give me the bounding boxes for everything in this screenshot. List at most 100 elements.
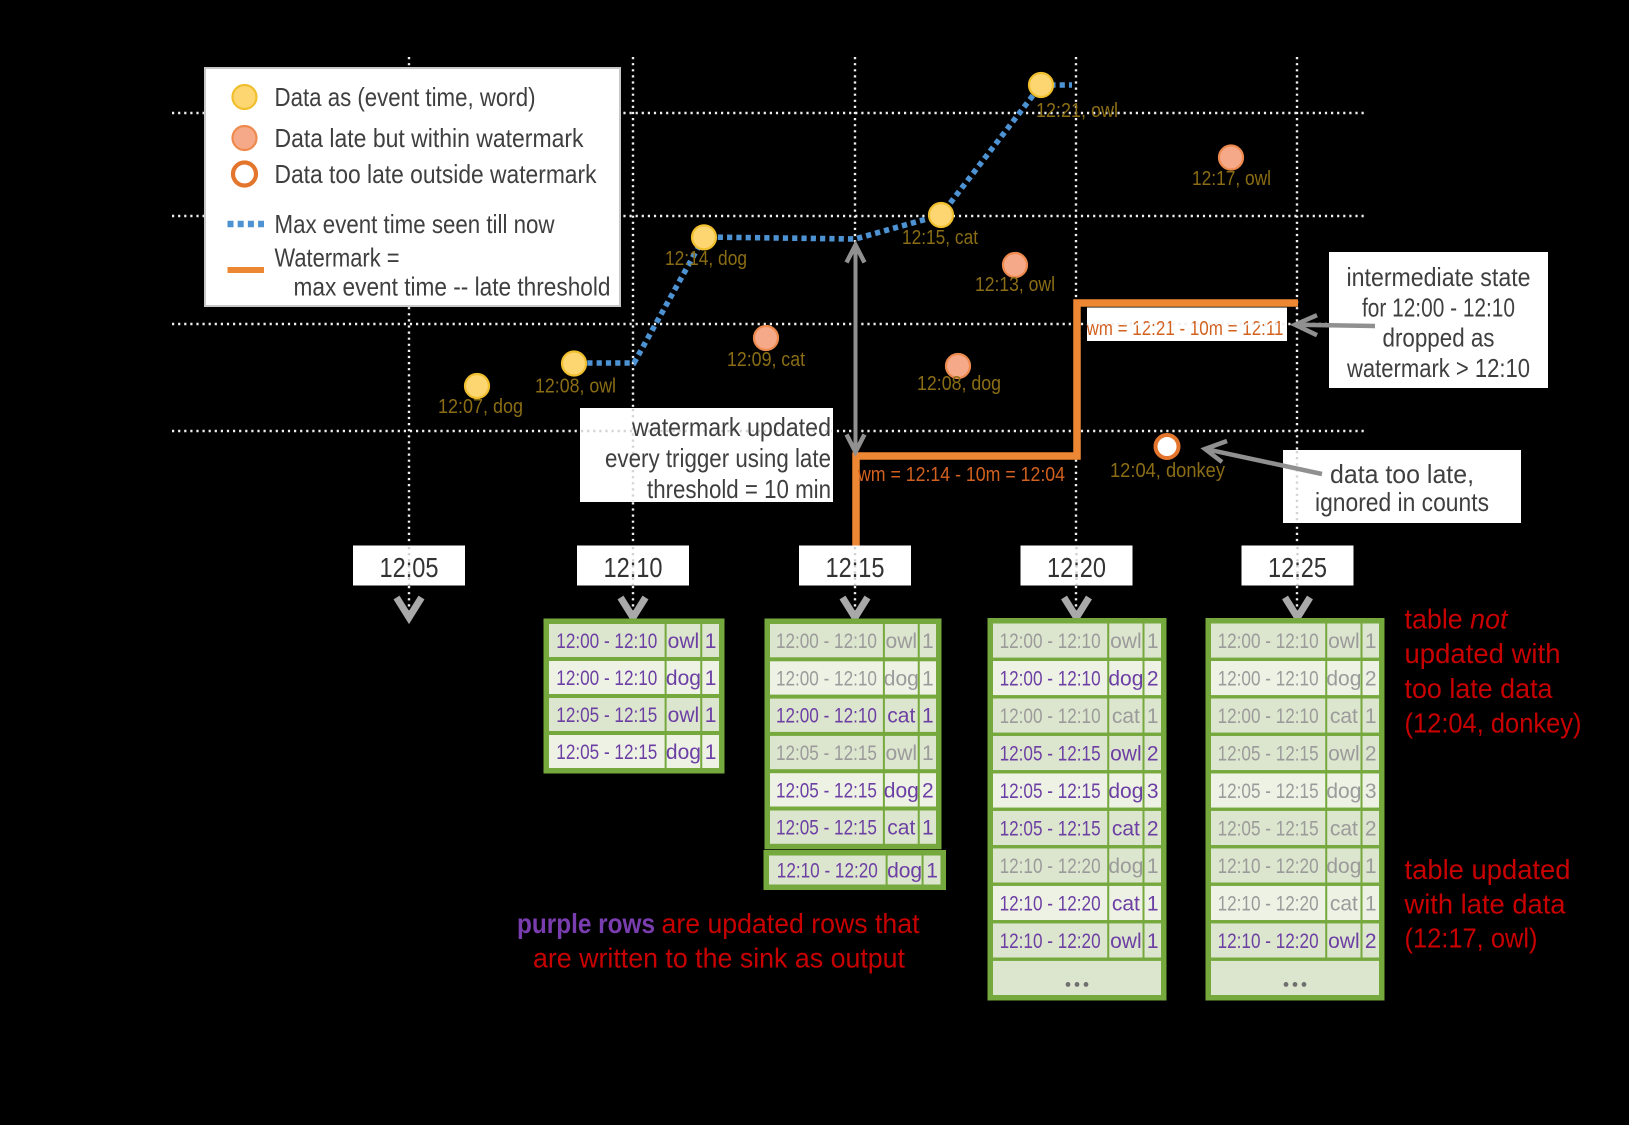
svg-text:owl: owl [886, 742, 918, 765]
svg-text:owl: owl [1328, 930, 1360, 953]
svg-text:2: 2 [1147, 742, 1159, 765]
svg-text:cat: cat [1112, 892, 1140, 915]
svg-text:1: 1 [1147, 705, 1159, 728]
svg-text:dog: dog [887, 859, 922, 882]
svg-text:12:13, owl: 12:13, owl [975, 274, 1055, 296]
svg-text:12:10 - 12:20: 12:10 - 12:20 [1218, 892, 1319, 915]
svg-text:dog: dog [884, 779, 919, 802]
svg-text:dropped as: dropped as [1383, 323, 1495, 353]
svg-text:threshold = 10 min: threshold = 10 min [647, 474, 831, 504]
svg-text:intermediate state: intermediate state [1347, 262, 1531, 292]
svg-text:1: 1 [705, 741, 717, 764]
svg-text:3: 3 [1365, 780, 1377, 803]
svg-text:12:00 - 12:10: 12:00 - 12:10 [776, 705, 877, 728]
svg-text:dog: dog [666, 741, 701, 764]
svg-text:12:08, dog: 12:08, dog [917, 373, 1001, 395]
svg-text:12:00 - 12:10: 12:00 - 12:10 [1218, 630, 1319, 653]
svg-text:1: 1 [922, 817, 934, 840]
svg-text:(12:17, owl): (12:17, owl) [1405, 923, 1538, 954]
svg-text:Data too late outside watermar: Data too late outside watermark [275, 159, 598, 189]
svg-text:12:10 - 12:20: 12:10 - 12:20 [1000, 855, 1101, 878]
svg-text:with late data: with late data [1404, 889, 1566, 920]
svg-text:12:10 - 12:20: 12:10 - 12:20 [1000, 930, 1101, 953]
svg-text:too late data: too late data [1405, 673, 1553, 704]
svg-text:12:10 - 12:20: 12:10 - 12:20 [1218, 855, 1319, 878]
svg-text:max event time -- late thresho: max event time -- late threshold [294, 272, 611, 302]
svg-text:12:00 - 12:10: 12:00 - 12:10 [1000, 667, 1101, 690]
svg-text:12:00 - 12:10: 12:00 - 12:10 [556, 667, 657, 690]
svg-text:12:09, cat: 12:09, cat [727, 349, 805, 371]
svg-text:1: 1 [705, 704, 717, 727]
svg-text:cat: cat [1330, 817, 1358, 840]
svg-text:12:00 - 12:10: 12:00 - 12:10 [776, 630, 877, 653]
svg-text:12:00 - 12:10: 12:00 - 12:10 [556, 630, 657, 653]
svg-text:12:21, owl: 12:21, owl [1036, 100, 1118, 122]
svg-text:12:00 - 12:10: 12:00 - 12:10 [1000, 705, 1101, 728]
svg-text:12:00 - 12:10: 12:00 - 12:10 [1218, 705, 1319, 728]
svg-text:2: 2 [922, 779, 934, 802]
svg-text:12:05 - 12:15: 12:05 - 12:15 [776, 742, 877, 765]
svg-text:dog: dog [884, 667, 919, 690]
svg-text:owl: owl [1110, 630, 1142, 653]
svg-text:2: 2 [1365, 930, 1377, 953]
svg-text:1: 1 [922, 742, 934, 765]
svg-text:Data late but within watermark: Data late but within watermark [275, 123, 585, 153]
svg-text:owl: owl [668, 630, 700, 653]
svg-text:12:05 - 12:15: 12:05 - 12:15 [776, 817, 877, 840]
svg-text:12:15, cat: 12:15, cat [902, 227, 978, 249]
svg-text:1: 1 [705, 630, 717, 653]
svg-text:cat: cat [1112, 817, 1140, 840]
svg-text:are written to the sink as out: are written to the sink as output [533, 943, 905, 974]
svg-text:1: 1 [926, 859, 938, 882]
svg-text:ignored in counts: ignored in counts [1315, 487, 1489, 517]
svg-text:1: 1 [922, 705, 934, 728]
svg-text:12:05 - 12:15: 12:05 - 12:15 [1218, 817, 1319, 840]
svg-text:12:14, dog: 12:14, dog [665, 248, 747, 270]
svg-text:12:05 - 12:15: 12:05 - 12:15 [776, 779, 877, 802]
svg-text:wm = 12:21 - 10m = 12:11: wm = 12:21 - 10m = 12:11 [1086, 318, 1284, 340]
svg-text:2: 2 [1365, 742, 1377, 765]
svg-text:Data as (event time, word): Data as (event time, word) [275, 82, 536, 112]
svg-text:1: 1 [1147, 630, 1159, 653]
svg-text:Max event time seen till now: Max event time seen till now [275, 209, 555, 239]
svg-text:2: 2 [1147, 817, 1159, 840]
svg-text:12:10 - 12:20: 12:10 - 12:20 [1000, 892, 1101, 915]
svg-text:12:04, donkey: 12:04, donkey [1110, 460, 1225, 482]
svg-text:dog: dog [1326, 855, 1361, 878]
svg-text:12:00 - 12:10: 12:00 - 12:10 [1000, 630, 1101, 653]
svg-text:watermark > 12:10: watermark > 12:10 [1346, 353, 1530, 383]
svg-text:purple rows: purple rows [517, 908, 655, 939]
svg-text:12:00 - 12:10: 12:00 - 12:10 [1218, 667, 1319, 690]
svg-text:owl: owl [886, 630, 918, 653]
svg-text:cat: cat [1112, 705, 1140, 728]
svg-text:12:05 - 12:15: 12:05 - 12:15 [556, 741, 657, 764]
svg-text:12:10 - 12:20: 12:10 - 12:20 [1218, 930, 1319, 953]
svg-text:12:10 - 12:20: 12:10 - 12:20 [777, 859, 878, 882]
svg-text:2: 2 [1365, 667, 1377, 690]
svg-text:1: 1 [1365, 855, 1377, 878]
svg-text:owl: owl [668, 704, 700, 727]
svg-text:owl: owl [1328, 742, 1360, 765]
svg-text:2: 2 [1147, 667, 1159, 690]
svg-text:12:00 - 12:10: 12:00 - 12:10 [776, 667, 877, 690]
svg-text:1: 1 [1147, 930, 1159, 953]
svg-text:watermark updated: watermark updated [631, 412, 831, 442]
svg-text:table not: table not [1405, 604, 1509, 635]
svg-text:1: 1 [1365, 705, 1377, 728]
svg-text:cat: cat [1330, 705, 1358, 728]
svg-text:dog: dog [1108, 855, 1143, 878]
svg-text:updated with: updated with [1405, 638, 1561, 669]
svg-text:12:07, dog: 12:07, dog [438, 396, 523, 418]
svg-text:1: 1 [1365, 630, 1377, 653]
svg-text:12:17, owl: 12:17, owl [1192, 168, 1271, 190]
svg-text:Watermark =: Watermark = [275, 243, 400, 273]
svg-text:dog: dog [666, 667, 701, 690]
svg-text:dog: dog [1326, 667, 1361, 690]
svg-text:are updated rows that: are updated rows that [662, 908, 920, 939]
svg-text:dog: dog [1108, 780, 1143, 803]
svg-text:12:05 - 12:15: 12:05 - 12:15 [1000, 742, 1101, 765]
svg-text:data too late,: data too late, [1330, 459, 1474, 489]
svg-text:cat: cat [1330, 892, 1358, 915]
svg-text:(12:04, donkey): (12:04, donkey) [1405, 708, 1582, 739]
svg-text:1: 1 [922, 667, 934, 690]
